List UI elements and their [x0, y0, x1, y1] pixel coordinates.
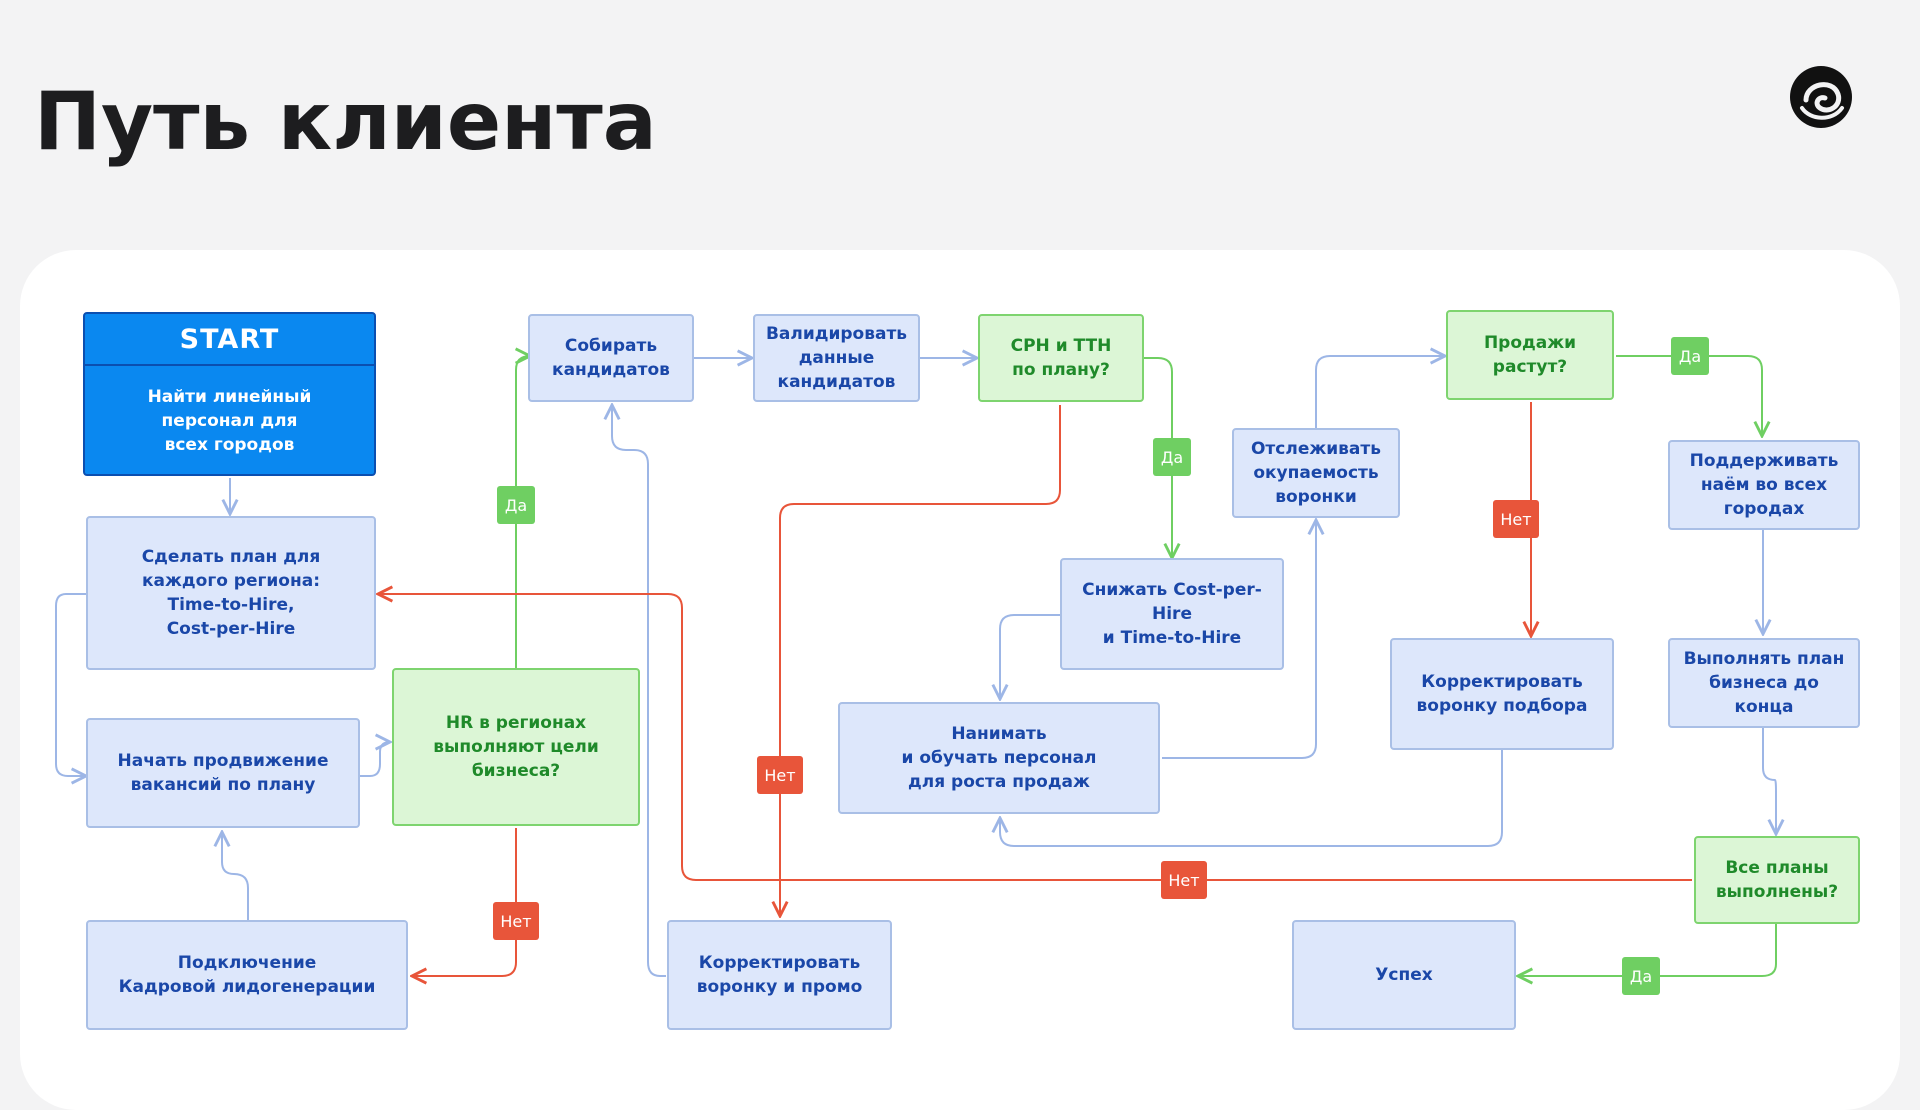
decision-sales-grow[interactable]: Продажи растут? [1446, 310, 1614, 400]
tag-yes-all-plans: Да [1622, 957, 1660, 995]
start-text: Найти линейный персонал для всех городов [147, 387, 312, 455]
tag-yes-hr: Да [497, 486, 535, 524]
page-title: Путь клиента [34, 75, 657, 168]
node-lead-generation[interactable]: Подключение Кадровой лидогенерации [86, 920, 408, 1030]
start-node[interactable]: START Найти линейный персонал для всех г… [83, 312, 376, 476]
node-complete-plan[interactable]: Выполнять план бизнеса до конца [1668, 638, 1860, 728]
tag-no-all-plans: Нет [1161, 861, 1207, 899]
node-validate-data[interactable]: Валидировать данные кандидатов [753, 314, 920, 402]
node-success[interactable]: Успех [1292, 920, 1516, 1030]
tag-yes-sales: Да [1671, 337, 1709, 375]
tag-no-sales: Нет [1493, 500, 1539, 538]
node-hire-train[interactable]: Нанимать и обучать персонал для роста пр… [838, 702, 1160, 814]
tag-no-cph: Нет [757, 756, 803, 794]
node-collect-candidates[interactable]: Собирать кандидатов [528, 314, 694, 402]
node-support-hiring[interactable]: Поддерживать наём во всех городах [1668, 440, 1860, 530]
decision-all-plans[interactable]: Все планы выполнены? [1694, 836, 1860, 924]
node-track-payback[interactable]: Отслеживать окупаемость воронки [1232, 428, 1400, 518]
node-adjust-hiring-funnel[interactable]: Корректировать воронку подбора [1390, 638, 1614, 750]
node-adjust-funnel-promo[interactable]: Корректировать воронку и промо [667, 920, 892, 1030]
node-make-plan[interactable]: Сделать план для каждого региона: Time-t… [86, 516, 376, 670]
decision-hr-goals[interactable]: HR в регионах выполняют цели бизнеса? [392, 668, 640, 826]
decision-cph-tth[interactable]: CPH и TTH по плану? [978, 314, 1144, 402]
node-start-promotion[interactable]: Начать продвижение вакансий по плану [86, 718, 360, 828]
swirl-logo-icon [1790, 66, 1852, 128]
start-label: START [85, 314, 374, 366]
tag-yes-cph: Да [1153, 438, 1191, 476]
tag-no-hr: Нет [493, 902, 539, 940]
node-reduce-cost[interactable]: Снижать Cost-per- Hire и Time-to-Hire [1060, 558, 1284, 670]
